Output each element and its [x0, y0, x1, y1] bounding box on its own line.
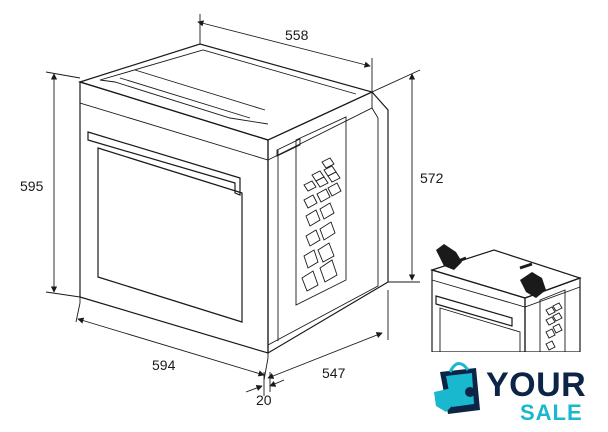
hand-left-icon: [436, 244, 467, 270]
oven-door-window: [97, 147, 243, 323]
vent-slots: [301, 157, 342, 292]
shopping-bag-hand-icon: [434, 362, 480, 414]
logo-text-sale: SALE: [520, 400, 583, 425]
dim-bottom-depth: 547: [267, 290, 389, 381]
logo-text-your: YOUR: [486, 366, 586, 404]
dim-label-595: 595: [20, 178, 44, 194]
oven-side-panel: [267, 91, 389, 355]
dim-front-height: 595: [20, 71, 81, 298]
dim-label-594: 594: [152, 357, 176, 373]
dim-label-547: 547: [322, 365, 346, 381]
oven-door-handle: [87, 131, 241, 196]
dim-side-height: 572: [371, 69, 444, 283]
hand-right-icon: [519, 262, 546, 298]
oven-control-strip: [79, 81, 269, 161]
install-view-handle: [435, 295, 513, 327]
dim-label-572: 572: [420, 170, 444, 186]
dim-offset: 20: [245, 372, 285, 408]
oven-front-panel: [79, 81, 269, 354]
oven-drawing: [77, 43, 389, 358]
dim-top-depth: 558: [197, 14, 373, 92]
side-vent-panel: [295, 116, 347, 306]
dim-label-20: 20: [256, 392, 272, 408]
yoursale-logo: YOUR SALE: [425, 352, 608, 432]
dim-label-558: 558: [285, 27, 309, 43]
dim-front-width: 594: [75, 302, 269, 381]
install-view: [429, 244, 582, 353]
